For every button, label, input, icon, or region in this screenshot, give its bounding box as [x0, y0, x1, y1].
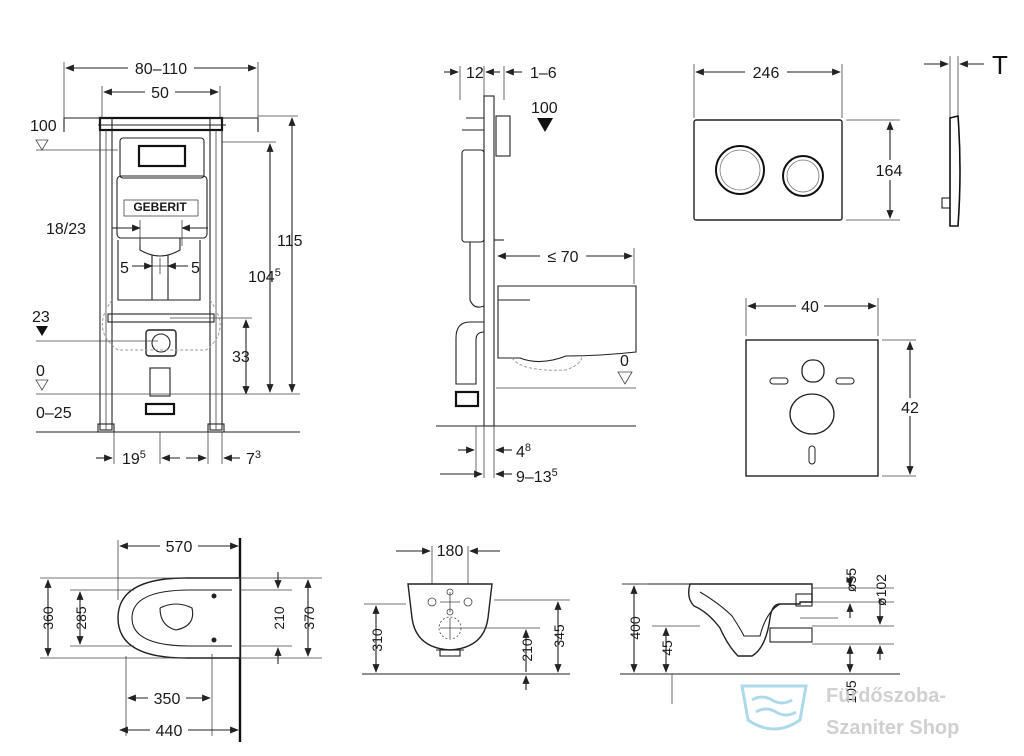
- bowl-top-view: 570 360 285 210 370 350 440: [40, 536, 322, 742]
- mounting-plate-view: 40 42: [745, 296, 924, 477]
- mounting-plate: [745, 339, 879, 477]
- dim-le-70: ≤ 70: [547, 249, 578, 266]
- watermark-line1: Fürdőszoba-: [826, 685, 946, 707]
- dim-105: 105: [843, 680, 859, 704]
- watermark: Fürdőszoba- Szaniter Shop: [740, 684, 959, 739]
- watermark-line2: Szaniter Shop: [826, 717, 959, 739]
- dim-440: 440: [156, 723, 183, 740]
- bowl-back-view: 180 310 210 345: [362, 543, 570, 690]
- flush-button-small: [782, 155, 824, 197]
- dim-12: 12: [466, 65, 484, 82]
- level-0-front: 0: [36, 363, 45, 380]
- ref-100-front: 100: [30, 118, 57, 135]
- dim-180: 180: [437, 543, 464, 560]
- dim-9-13-5: 9–135: [516, 467, 558, 486]
- dim-50: 50: [151, 85, 169, 102]
- dim-19-5: 195: [122, 449, 146, 468]
- flush-plate-profile: [949, 114, 961, 227]
- frame-front-view: 80–110 50 GEBERIT: [30, 58, 303, 468]
- dim-18-23: 18/23: [46, 221, 86, 238]
- dim-d55: ø55: [843, 568, 859, 592]
- dim-42: 42: [901, 400, 919, 417]
- frame-side-view: 12 1–6 100 ≤ 70 0: [436, 65, 637, 486]
- dim-T: T: [992, 50, 1008, 80]
- dim-210-top: 210: [271, 606, 287, 630]
- dim-400: 400: [627, 616, 643, 640]
- flush-plate-view: 246 164 T: [693, 50, 1008, 227]
- floor-0-25: 0–25: [36, 405, 72, 422]
- dim-285: 285: [73, 606, 89, 630]
- dim-246: 246: [753, 65, 780, 82]
- dim-40: 40: [801, 299, 819, 316]
- dim-570: 570: [166, 539, 193, 556]
- dim-45: 45: [659, 640, 675, 656]
- dim-5-right: 5: [191, 260, 200, 277]
- level-0-side: 0: [620, 353, 629, 370]
- bowl-side-view: 400 45 ø55 ø102 105: [620, 568, 900, 704]
- dim-350: 350: [154, 691, 181, 708]
- dim-360: 360: [40, 606, 56, 630]
- flush-button-large: [715, 145, 765, 195]
- level-23: 23: [32, 309, 50, 326]
- dim-5-left: 5: [120, 260, 129, 277]
- dim-1-6: 1–6: [530, 65, 557, 82]
- dim-7-3: 73: [246, 449, 261, 468]
- water-drop-icon: [740, 684, 808, 731]
- dim-345: 345: [551, 624, 567, 648]
- bowl-top-outline: [117, 577, 241, 659]
- dim-115: 115: [277, 233, 303, 250]
- dim-d102: ø102: [873, 574, 889, 606]
- dim-164: 164: [876, 163, 903, 180]
- dim-210-back: 210: [519, 638, 535, 662]
- dim-33: 33: [232, 349, 250, 366]
- dim-104-5: 1045: [248, 267, 281, 286]
- dim-310: 310: [369, 628, 385, 652]
- dim-80-110: 80–110: [135, 61, 187, 78]
- ref-100-side: 100: [531, 100, 558, 117]
- bowl-side-outline: [687, 583, 813, 657]
- dim-370: 370: [301, 606, 317, 630]
- brand-label: GEBERIT: [133, 200, 187, 214]
- dim-4-8: 48: [516, 442, 531, 461]
